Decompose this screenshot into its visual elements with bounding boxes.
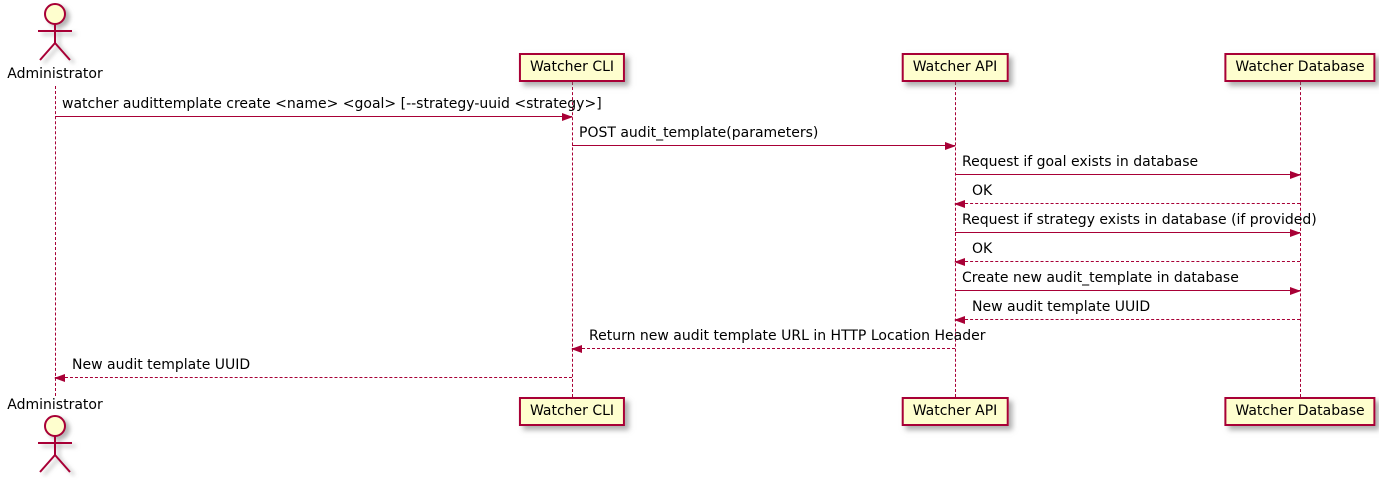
message-label: New audit template UUID: [972, 299, 1151, 315]
lifeline-watcher-database: [1300, 82, 1301, 397]
participant-watcher-api-top: Watcher API: [901, 53, 1009, 82]
participant-watcher-api-bottom: Watcher API: [901, 397, 1009, 426]
message-label: Create new audit_template in database: [962, 270, 1239, 286]
participant-watcher-cli-top: Watcher CLI: [518, 53, 626, 82]
arrowhead-icon: [954, 316, 965, 324]
arrowhead-icon: [954, 258, 965, 266]
participant-watcher-database-top: Watcher Database: [1224, 53, 1376, 82]
arrowhead-icon: [562, 113, 573, 121]
arrowhead-icon: [945, 142, 956, 150]
arrowhead-icon: [571, 345, 582, 353]
lifeline-watcher-api: [955, 82, 956, 397]
message-ok-strategy: OK: [954, 240, 1300, 266]
arrowhead-icon: [954, 200, 965, 208]
arrowhead-icon: [1290, 171, 1301, 179]
arrow-solid-right: [572, 142, 956, 150]
actor-icon: [38, 3, 72, 61]
message-ok-goal: OK: [954, 182, 1300, 208]
message-label: watcher audittemplate create <name> <goa…: [62, 96, 602, 112]
actor-label-administrator-top: Administrator: [7, 66, 103, 82]
message-label: Return new audit template URL in HTTP Lo…: [589, 328, 986, 344]
arrow-solid-right: [955, 171, 1301, 179]
message-create-audittemplate: watcher audittemplate create <name> <goa…: [55, 95, 602, 121]
arrow-solid-right: [955, 229, 1301, 237]
lifeline-administrator: [55, 86, 56, 396]
message-request-strategy-exists: Request if strategy exists in database (…: [955, 211, 1317, 237]
message-label: OK: [972, 241, 993, 257]
actor-icon: [38, 415, 72, 473]
arrowhead-icon: [1290, 229, 1301, 237]
message-label: Request if strategy exists in database (…: [962, 212, 1317, 228]
arrow-solid-right: [55, 113, 573, 121]
message-request-goal-exists: Request if goal exists in database: [955, 153, 1301, 179]
participant-watcher-cli-bottom: Watcher CLI: [518, 397, 626, 426]
message-new-uuid-from-db: New audit template UUID: [954, 298, 1300, 324]
message-post-audit-template: POST audit_template(parameters): [572, 124, 956, 150]
message-return-url-location-header: Return new audit template URL in HTTP Lo…: [571, 327, 985, 353]
message-label: POST audit_template(parameters): [579, 125, 819, 141]
message-label: New audit template UUID: [72, 357, 251, 373]
message-label: Request if goal exists in database: [962, 154, 1199, 170]
lifeline-watcher-cli: [572, 82, 573, 397]
arrow-solid-right: [955, 287, 1301, 295]
message-label: OK: [972, 183, 993, 199]
arrow-dashed-left: [571, 345, 955, 353]
arrow-dashed-left: [54, 374, 572, 382]
arrow-dashed-left: [954, 258, 1300, 266]
arrowhead-icon: [54, 374, 65, 382]
arrow-dashed-left: [954, 200, 1300, 208]
arrow-dashed-left: [954, 316, 1300, 324]
participant-watcher-database-bottom: Watcher Database: [1224, 397, 1376, 426]
message-create-in-database: Create new audit_template in database: [955, 269, 1301, 295]
arrowhead-icon: [1290, 287, 1301, 295]
message-new-uuid-to-admin: New audit template UUID: [54, 356, 572, 382]
actor-label-administrator-bottom: Administrator: [7, 397, 103, 413]
